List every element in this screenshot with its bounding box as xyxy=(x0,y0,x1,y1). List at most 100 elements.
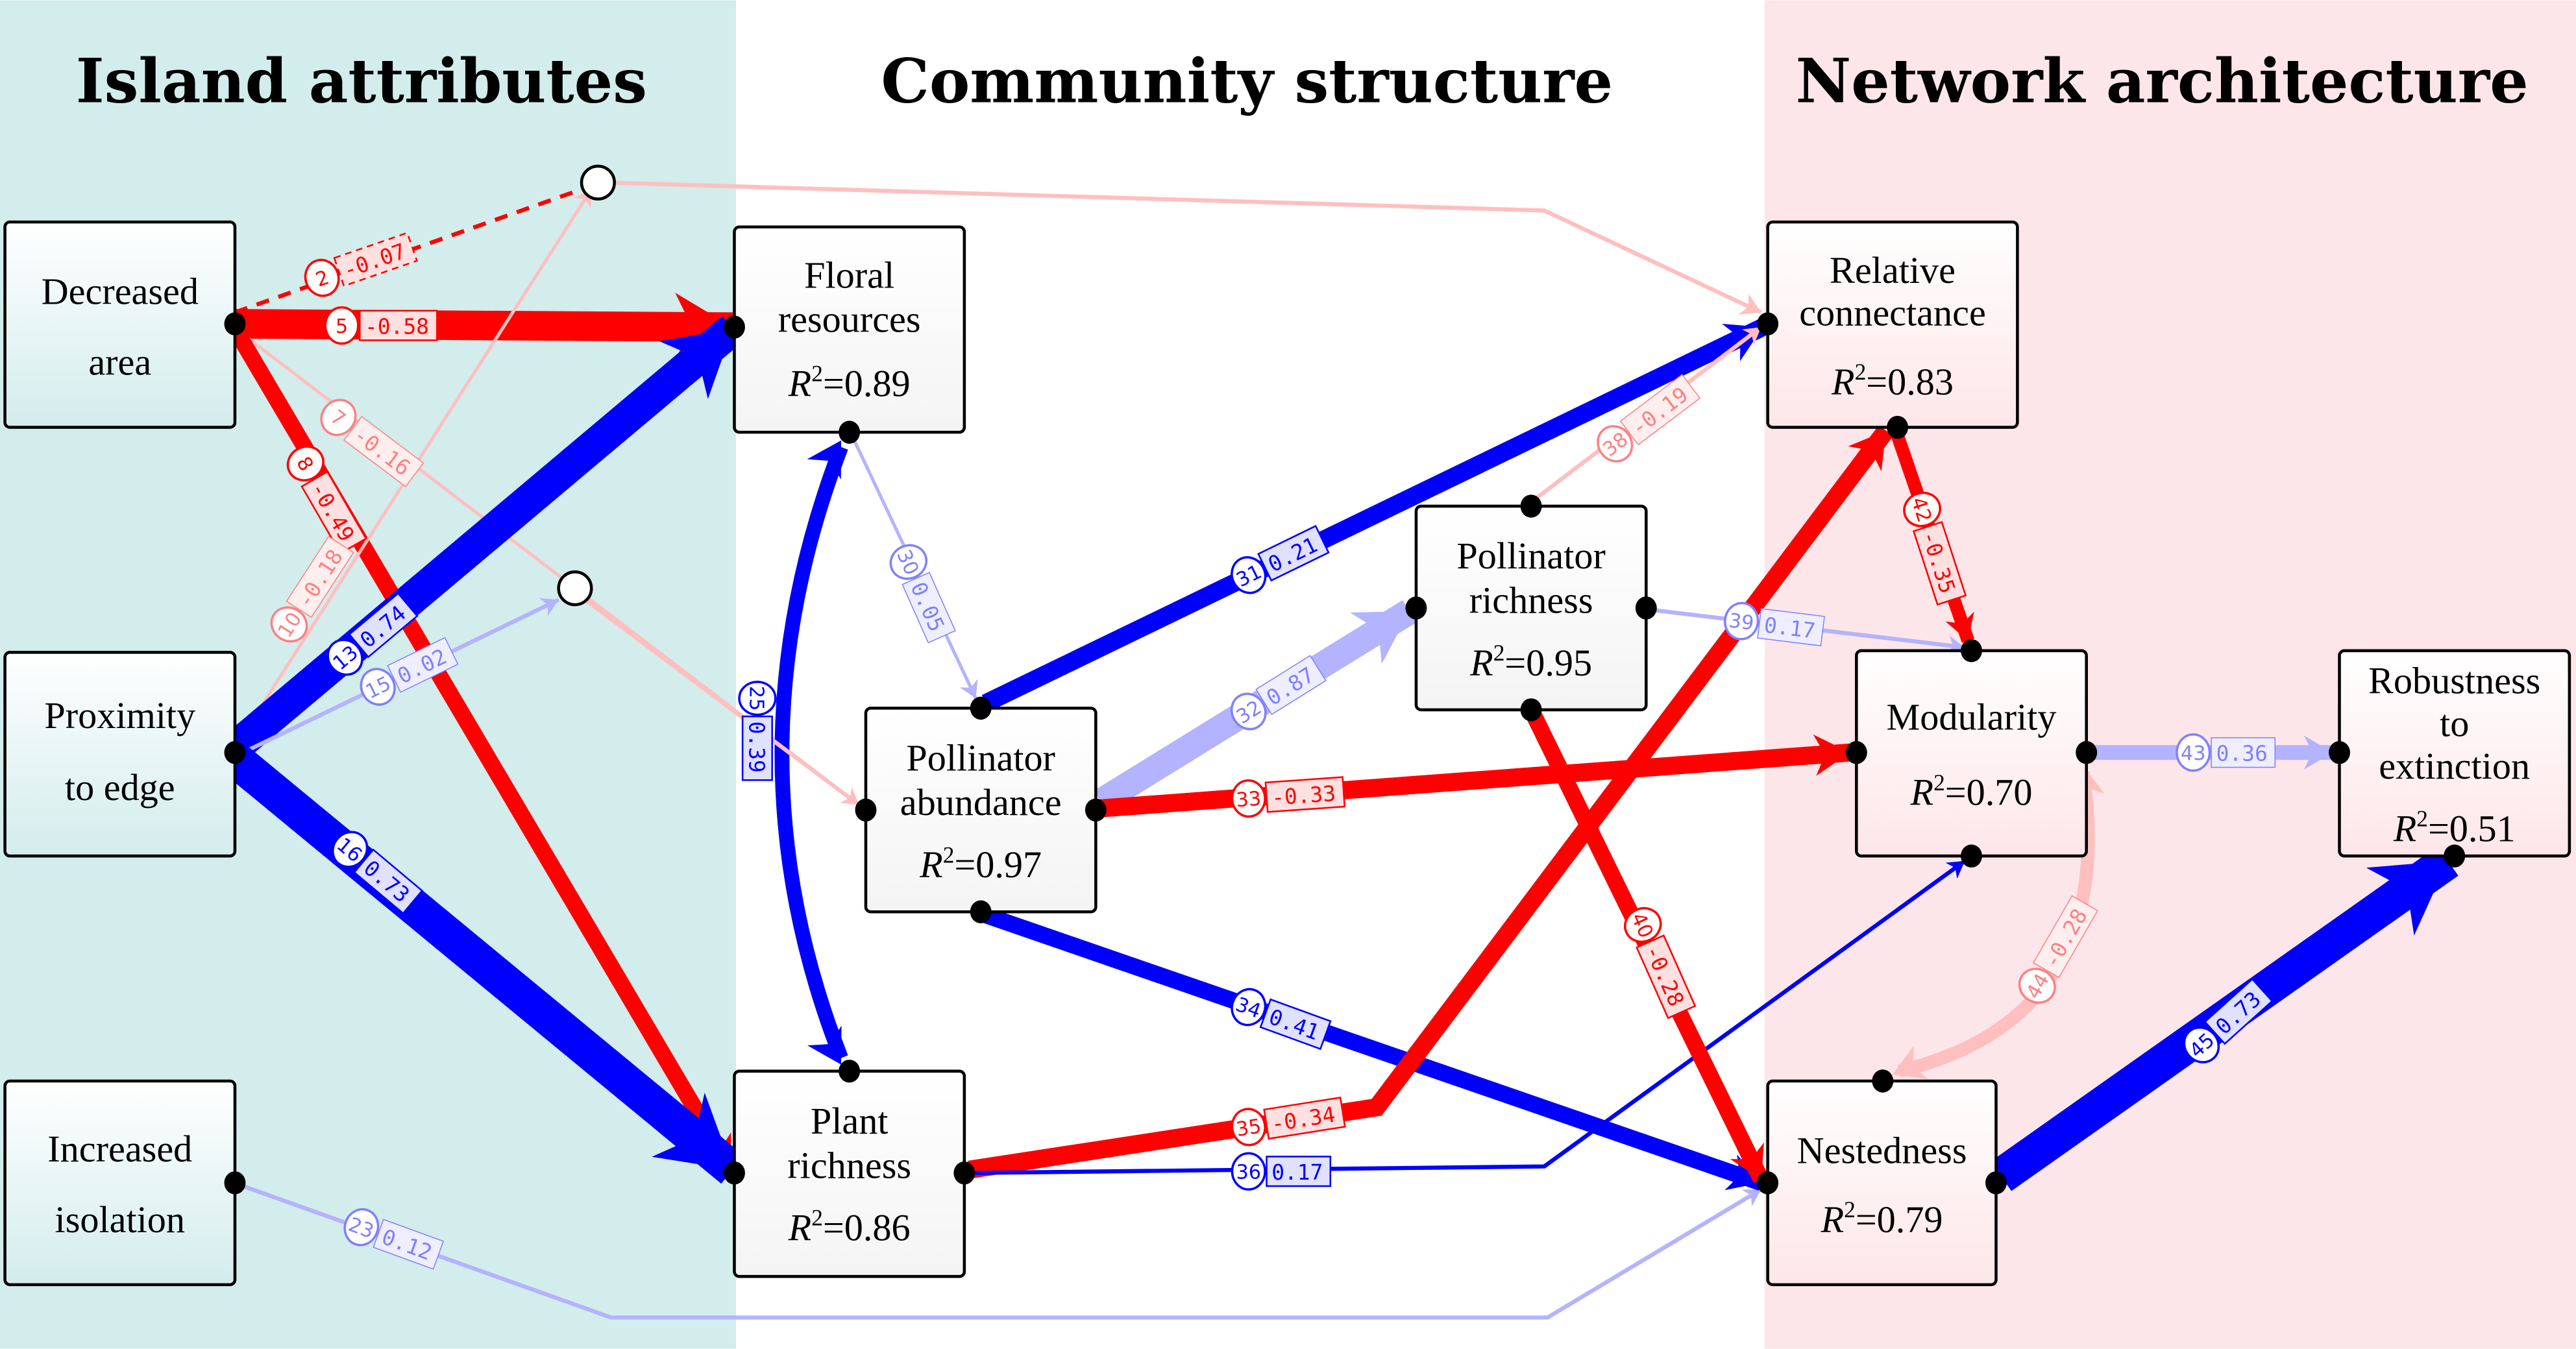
panel-title-community: Community structure xyxy=(881,45,1613,117)
r2-value: =0.95 xyxy=(1504,642,1592,684)
connector-dot xyxy=(1635,596,1657,620)
node-label-line: isolation xyxy=(55,1198,185,1241)
edge-label-5[interactable]: 5-0.58 xyxy=(324,306,438,345)
connector-dot xyxy=(224,1171,246,1195)
edge-value-box xyxy=(1264,776,1346,813)
edge-35-path[interactable] xyxy=(968,425,1893,1179)
edge-latent-1-to-connectance[interactable] xyxy=(607,180,1762,315)
edge-latent-2-to-pollab[interactable] xyxy=(582,596,861,807)
edge-5-path[interactable] xyxy=(234,309,733,342)
panel-title-island: Island attributes xyxy=(76,45,647,117)
edge-label-35[interactable]: 35-0.34 xyxy=(1229,1094,1346,1147)
edge-40-arrowhead xyxy=(1730,1142,1764,1180)
edge-label-16[interactable]: 160.73 xyxy=(326,825,424,916)
edge-latent-1-arrowhead xyxy=(1738,293,1761,315)
connector-dot xyxy=(224,741,246,764)
node-label-line: Increased xyxy=(47,1128,192,1170)
r2-symbol: R xyxy=(1831,361,1855,403)
edge-label-38[interactable]: 38-0.19 xyxy=(1591,372,1702,468)
node-label-line: Nestedness xyxy=(1797,1130,1967,1172)
edge-16-path[interactable] xyxy=(223,745,744,1184)
edge-label-33[interactable]: 33-0.33 xyxy=(1231,774,1346,818)
r2-superscript: 2 xyxy=(1855,359,1867,385)
edge-number-badge xyxy=(2018,967,2056,1004)
connector-dot xyxy=(724,1161,745,1185)
latent-node-1 xyxy=(580,164,616,201)
edge-34-path[interactable] xyxy=(983,907,1764,1191)
r2-symbol: R xyxy=(919,844,943,886)
node-r2: R2=0.51 xyxy=(2393,806,2516,850)
connector-dot xyxy=(1405,596,1427,620)
node-label-line: Pollinator xyxy=(906,737,1055,779)
r2-superscript: 2 xyxy=(1933,770,1945,796)
node-label-line: extinction xyxy=(2379,745,2530,787)
connector-dot xyxy=(953,1161,975,1185)
edge-value-box xyxy=(343,415,424,487)
node-label-line: richness xyxy=(1469,579,1593,622)
node-label-line: Plant xyxy=(811,1100,889,1142)
node-area[interactable]: Decreased area xyxy=(3,220,237,429)
connector-dot xyxy=(724,315,745,339)
edge-number-badge xyxy=(326,638,363,676)
r2-symbol: R xyxy=(1821,1198,1845,1241)
connector-dot xyxy=(839,420,861,444)
node-label-line: area xyxy=(88,341,151,383)
node-label-line: Pollinator xyxy=(1456,535,1606,577)
edge-label-42[interactable]: 42-0.35 xyxy=(1900,488,1969,606)
edge-number-badge xyxy=(1597,425,1634,463)
edge-label-25[interactable]: 250.39 xyxy=(738,681,777,781)
edge-number-badge xyxy=(320,398,357,437)
edge-45-arrowhead xyxy=(2366,860,2448,936)
edge-number: 25 xyxy=(745,686,768,711)
node-label-line: Floral xyxy=(804,254,894,296)
edge-number-badge xyxy=(343,1208,380,1246)
edge-33-path[interactable] xyxy=(1099,743,1851,818)
edge-number-badge xyxy=(738,681,777,716)
edge-number: 39 xyxy=(1728,609,1756,635)
edge-number-badge xyxy=(1231,1108,1266,1147)
node-isolation[interactable]: Increased isolation xyxy=(3,1079,237,1287)
edge-number: 36 xyxy=(1236,1161,1261,1184)
edge-number-badge xyxy=(286,445,325,481)
edge-value-box xyxy=(1255,655,1327,716)
edge-30-arrowhead xyxy=(959,679,978,699)
edge-36-path[interactable] xyxy=(969,859,1967,1175)
edge-number-badge xyxy=(1231,988,1267,1027)
edge-value-box xyxy=(2211,737,2276,768)
r2-value: =0.83 xyxy=(1866,361,1954,403)
edge-13-path[interactable] xyxy=(224,316,744,760)
connector-dot xyxy=(1872,1069,1894,1093)
connector-dot xyxy=(1961,639,1982,662)
node-r2: R2=0.83 xyxy=(1831,359,1954,403)
edge-value: 0.17 xyxy=(1763,612,1817,643)
edge-25-path[interactable] xyxy=(774,444,848,1061)
node-label-line: Robustness xyxy=(2368,660,2540,702)
edge-value: 0.17 xyxy=(1271,1160,1323,1185)
connector-dot xyxy=(1085,798,1107,822)
edge-31-path[interactable] xyxy=(981,319,1767,712)
edge-15-arrowhead xyxy=(539,598,559,616)
node-r2: R2=0.97 xyxy=(919,842,1042,886)
edge-value-box xyxy=(353,848,424,915)
connector-dot xyxy=(970,696,992,720)
connector-dot xyxy=(1887,415,1909,439)
r2-superscript: 2 xyxy=(811,361,823,387)
connector-dot xyxy=(1845,741,1867,764)
node-label-line: Decreased xyxy=(42,271,199,313)
